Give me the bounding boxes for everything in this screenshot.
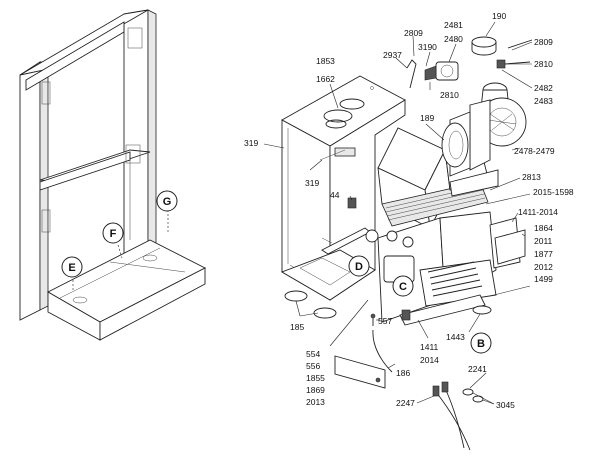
label-2013: 2013 bbox=[306, 397, 325, 407]
callout-D: D bbox=[348, 255, 370, 277]
svg-text:E: E bbox=[68, 262, 75, 274]
label-3190: 3190 bbox=[418, 42, 437, 52]
label-319: 319 bbox=[305, 178, 319, 188]
svg-text:D: D bbox=[355, 261, 363, 273]
label-1443: 1443 bbox=[446, 332, 465, 342]
label-185: 185 bbox=[290, 322, 304, 332]
label-2810: 2810 bbox=[534, 59, 553, 69]
label-1411-2014: 1411-2014 bbox=[518, 207, 558, 217]
label-1662: 1662 bbox=[316, 74, 335, 84]
label-2247: 2247 bbox=[396, 398, 415, 408]
label-189: 189 bbox=[420, 113, 434, 123]
label-2809: 2809 bbox=[404, 28, 423, 38]
heat-exchanger bbox=[377, 127, 499, 230]
svg-text:F: F bbox=[110, 228, 117, 240]
callout-C: C bbox=[392, 275, 414, 297]
label-554: 554 bbox=[306, 349, 320, 359]
callout-F: F bbox=[102, 222, 124, 244]
label-2813: 2813 bbox=[522, 172, 541, 182]
svg-text:C: C bbox=[399, 281, 407, 293]
label-2937: 2937 bbox=[383, 50, 402, 60]
label-1869: 1869 bbox=[306, 385, 325, 395]
callout-B: B bbox=[470, 332, 492, 354]
label-556: 556 bbox=[306, 361, 320, 371]
part-labels: 190 2481 2480 2809 3190 2937 2809 2810 2… bbox=[244, 11, 574, 410]
label-2481: 2481 bbox=[444, 20, 463, 30]
svg-text:G: G bbox=[163, 196, 172, 208]
label-2483: 2483 bbox=[534, 96, 553, 106]
fan-assembly bbox=[406, 36, 533, 177]
burner-assembly bbox=[365, 211, 526, 326]
leader-lines bbox=[263, 21, 533, 405]
label-1855: 1855 bbox=[306, 373, 325, 383]
label-2011: 2011 bbox=[534, 236, 553, 246]
label-2809: 2809 bbox=[534, 37, 553, 47]
label-2482: 2482 bbox=[534, 83, 553, 93]
callout-E: E bbox=[61, 256, 83, 278]
label-2241: 2241 bbox=[468, 364, 487, 374]
boiler-casing bbox=[280, 75, 406, 301]
label-3045: 3045 bbox=[496, 400, 515, 410]
label-2015-1598: 2015-1598 bbox=[533, 187, 574, 197]
label-190: 190 bbox=[492, 11, 506, 21]
label-44: 44 bbox=[330, 190, 340, 200]
label-2012: 2012 bbox=[534, 262, 553, 272]
label-1864: 1864 bbox=[534, 223, 553, 233]
label-2478-2479: 2478-2479 bbox=[514, 146, 555, 156]
label-1411: 1411 bbox=[420, 342, 439, 352]
svg-text:B: B bbox=[477, 338, 485, 350]
label-2014: 2014 bbox=[420, 355, 439, 365]
loose-parts bbox=[284, 290, 492, 451]
left-frame-assembly bbox=[19, 9, 206, 341]
label-186: 186 bbox=[396, 368, 410, 378]
label-1877: 1877 bbox=[534, 249, 553, 259]
label-2480: 2480 bbox=[444, 34, 463, 44]
label-319: 319 bbox=[244, 138, 258, 148]
label-1499: 1499 bbox=[534, 274, 553, 284]
callout-G: G bbox=[156, 190, 178, 212]
label-557: 557 bbox=[378, 316, 392, 326]
label-1853: 1853 bbox=[316, 56, 335, 66]
label-2810: 2810 bbox=[440, 90, 459, 100]
